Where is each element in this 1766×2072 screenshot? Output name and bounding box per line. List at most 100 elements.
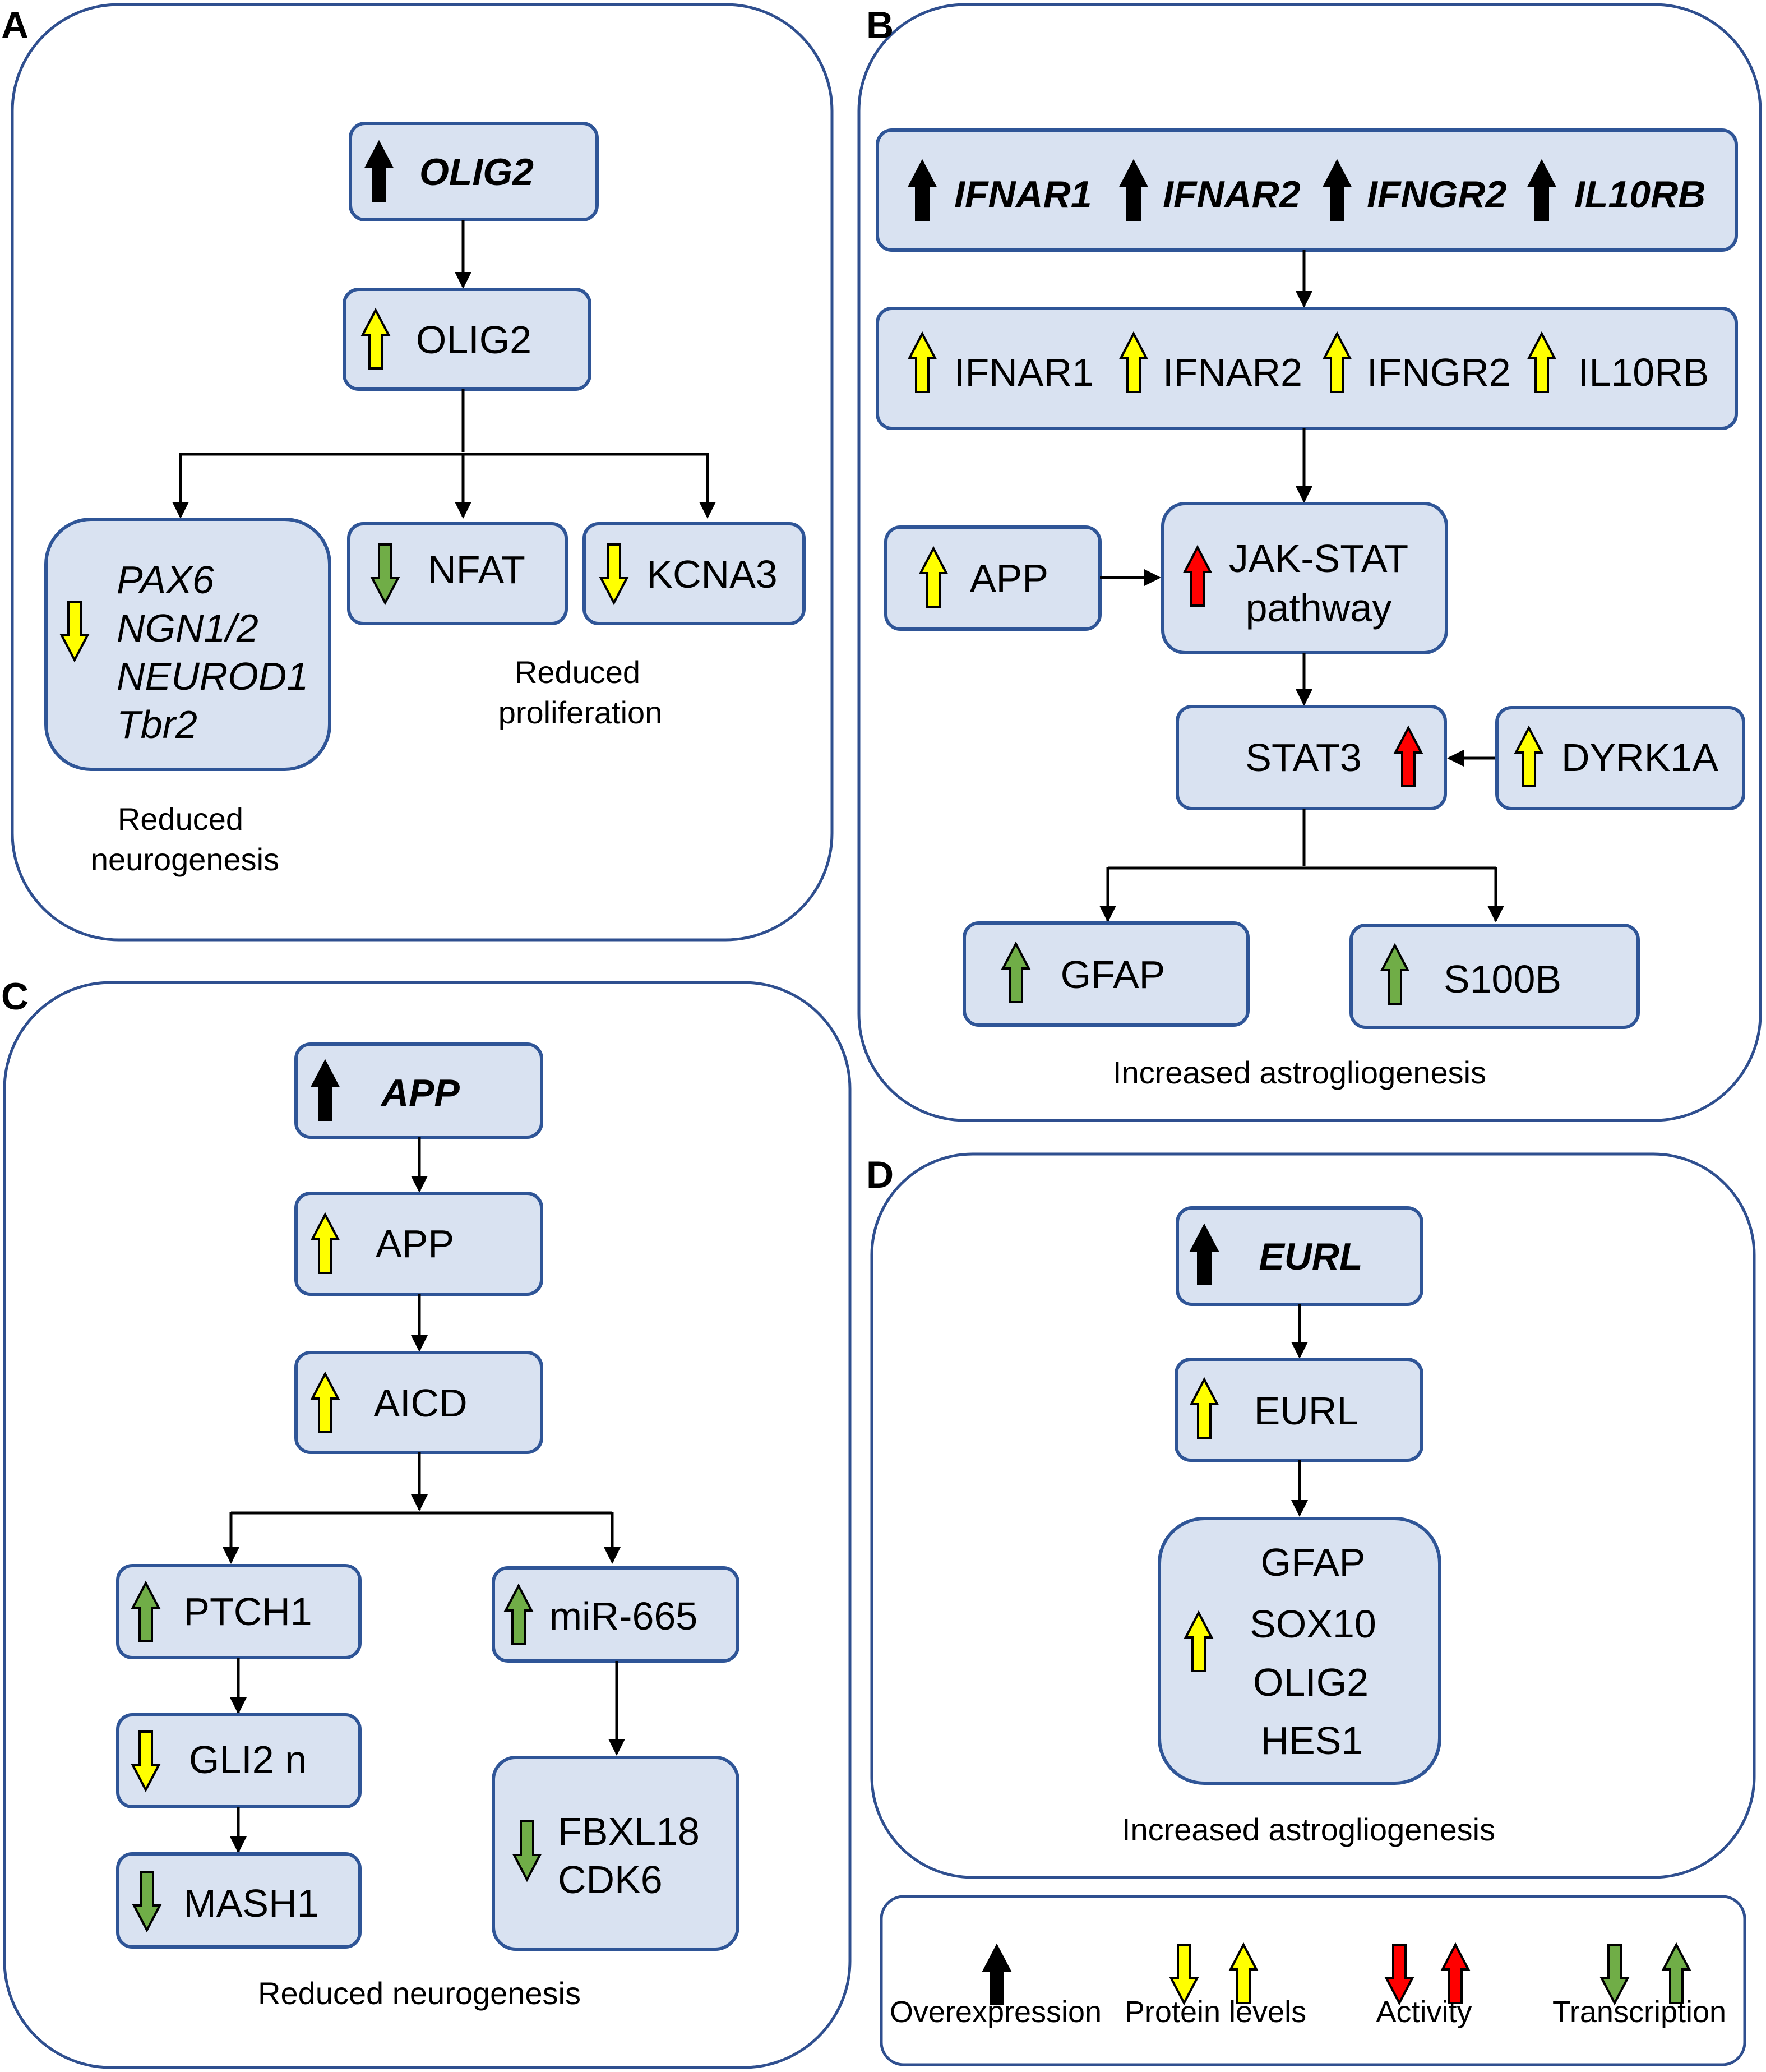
protein-levels-arrow-icon [907,331,937,393]
dyrk1a-box [1495,706,1745,810]
panel-b: B IFNAR1 IFNAR2 IFNGR2 IL10RB IFNAR1 IFN… [857,3,1762,1122]
protein-levels-arrow-icon [1514,725,1544,787]
receptor-proteins-box [876,307,1738,430]
protein-levels-arrow-icon [918,546,949,608]
eurl-gene-label: EURL [1259,1235,1362,1278]
protein-levels-arrow-icon [599,543,629,606]
aicd-label: AICD [373,1381,467,1425]
legend-transcription-up-icon [1661,1942,1691,2004]
transcription-arrow-icon [1001,941,1031,1003]
panel-d-frame [870,1152,1756,1879]
app-label: APP [970,556,1048,600]
panel-a-letter: A [1,4,29,47]
marker-hes1: HES1 [1261,1719,1363,1762]
nfat-label: NFAT [428,548,525,592]
legend-overexpression-icon [982,1943,1012,2005]
legend-transcription-label: Transcription [1552,1995,1726,2029]
caption-c: Reduced neurogenesis [258,1976,581,2011]
stat3-box [1176,705,1447,810]
panel-c-letter: C [1,975,29,1018]
overexpression-arrow-icon [364,140,394,202]
caption-reduced-proliferation-2: proliferation [498,695,663,730]
overexpression-arrow-icon [1527,159,1557,221]
mash1-label: MASH1 [183,1881,318,1925]
protein-il10rb: IL10RB [1578,350,1709,394]
transcription-arrow-icon [503,1583,534,1645]
gene-il10rb: IL10RB [1574,173,1705,216]
protein-levels-arrow-icon [1322,331,1352,393]
legend-frame [880,1895,1746,2066]
dyrk1a-label: DYRK1A [1561,736,1718,779]
mir665-label: miR-665 [549,1594,698,1638]
legend-transcription-down-icon [1599,1944,1630,2006]
astro-markers-box [1158,1517,1441,1785]
eurl-protein-label: EURL [1254,1389,1359,1433]
panel-a: A OLIG2 OLIG2 PAX6 NGN1/2 NEUROD1 Tbr2 N… [1,3,834,942]
cdk6-label: CDK6 [558,1858,663,1902]
marker-sox10: SOX10 [1250,1602,1376,1646]
caption-d: Increased astrogliogenesis [1122,1812,1495,1847]
panel-c: C APP APP AICD PTCH1 GLI2 n MASH1 miR-66… [1,975,852,2069]
olig2-protein-box [343,288,591,391]
transcription-arrow-icon [1380,943,1410,1005]
protein-levels-arrow-icon [310,1212,340,1274]
protein-levels-arrow-icon [1118,331,1149,393]
kcna3-box [582,522,806,625]
overexpression-arrow-icon [1189,1223,1219,1285]
marker-olig2: OLIG2 [1253,1660,1369,1704]
s100b-box [1349,924,1640,1029]
olig2-protein-label: OLIG2 [416,318,531,362]
s100b-label: S100B [1444,957,1561,1001]
app-protein-label: APP [376,1222,454,1266]
jak-stat-pathway-label: pathway [1246,586,1392,630]
overexpression-arrow-icon [1322,159,1352,221]
gene-ifnar2: IFNAR2 [1163,173,1301,216]
gfap-box [963,921,1250,1027]
neurogenic-targets-box [44,518,331,771]
activity-arrow-icon [1393,725,1423,787]
legend: Overexpression Protein levels Activity T… [880,1895,1746,2066]
panel-d: D EURL EURL GFAP SOX10 OLIG2 HES1 Increa… [866,1152,1756,1879]
olig2-gene-label: OLIG2 [419,151,534,193]
caption-reduced-proliferation-1: Reduced [515,654,640,690]
target-ngn12: NGN1/2 [117,606,258,650]
protein-ifngr2: IFNGR2 [1367,350,1511,394]
overexpression-arrow-icon [907,159,937,221]
olig2-gene-box [349,122,599,221]
mash1-box [116,1852,362,1949]
protein-levels-arrow-icon [1184,1610,1214,1672]
jak-stat-label: JAK-STAT [1229,537,1408,580]
panel-b-letter: B [866,4,894,47]
nfat-box [347,522,568,625]
caption-reduced-neurogenesis-1: Reduced [118,801,243,837]
legend-activity-label: Activity [1376,1995,1472,2029]
transcription-arrow-icon [512,1820,542,1882]
legend-overexpression-label: Overexpression [890,1995,1102,2029]
legend-protein-down-icon [1169,1944,1199,2006]
app-gene-label: APP [380,1072,460,1114]
protein-ifnar2: IFNAR2 [1163,350,1302,394]
protein-levels-arrow-icon [1189,1377,1219,1439]
ptch1-label: PTCH1 [183,1590,312,1633]
gfap-label: GFAP [1061,953,1166,996]
caption-b: Increased astrogliogenesis [1113,1055,1486,1090]
target-neurod1: NEUROD1 [117,654,308,698]
legend-activity-up-icon [1440,1942,1471,2004]
kcna3-label: KCNA3 [646,552,777,596]
marker-gfap: GFAP [1261,1540,1366,1584]
target-pax6: PAX6 [117,558,214,602]
legend-protein-up-icon [1228,1942,1259,2004]
transcription-arrow-icon [132,1871,162,1933]
overexpression-arrow-icon [310,1059,340,1121]
caption-reduced-neurogenesis-2: neurogenesis [91,842,279,877]
target-tbr2: Tbr2 [117,703,197,746]
protein-levels-arrow-icon [310,1371,340,1433]
stat3-label: STAT3 [1245,736,1361,779]
receptor-genes-box [876,128,1738,252]
gene-ifngr2: IFNGR2 [1367,173,1507,216]
activity-arrow-icon [1182,544,1213,607]
legend-protein-levels-label: Protein levels [1125,1995,1306,2029]
fbxl18-label: FBXL18 [558,1810,700,1853]
protein-levels-arrow-icon [131,1730,161,1793]
